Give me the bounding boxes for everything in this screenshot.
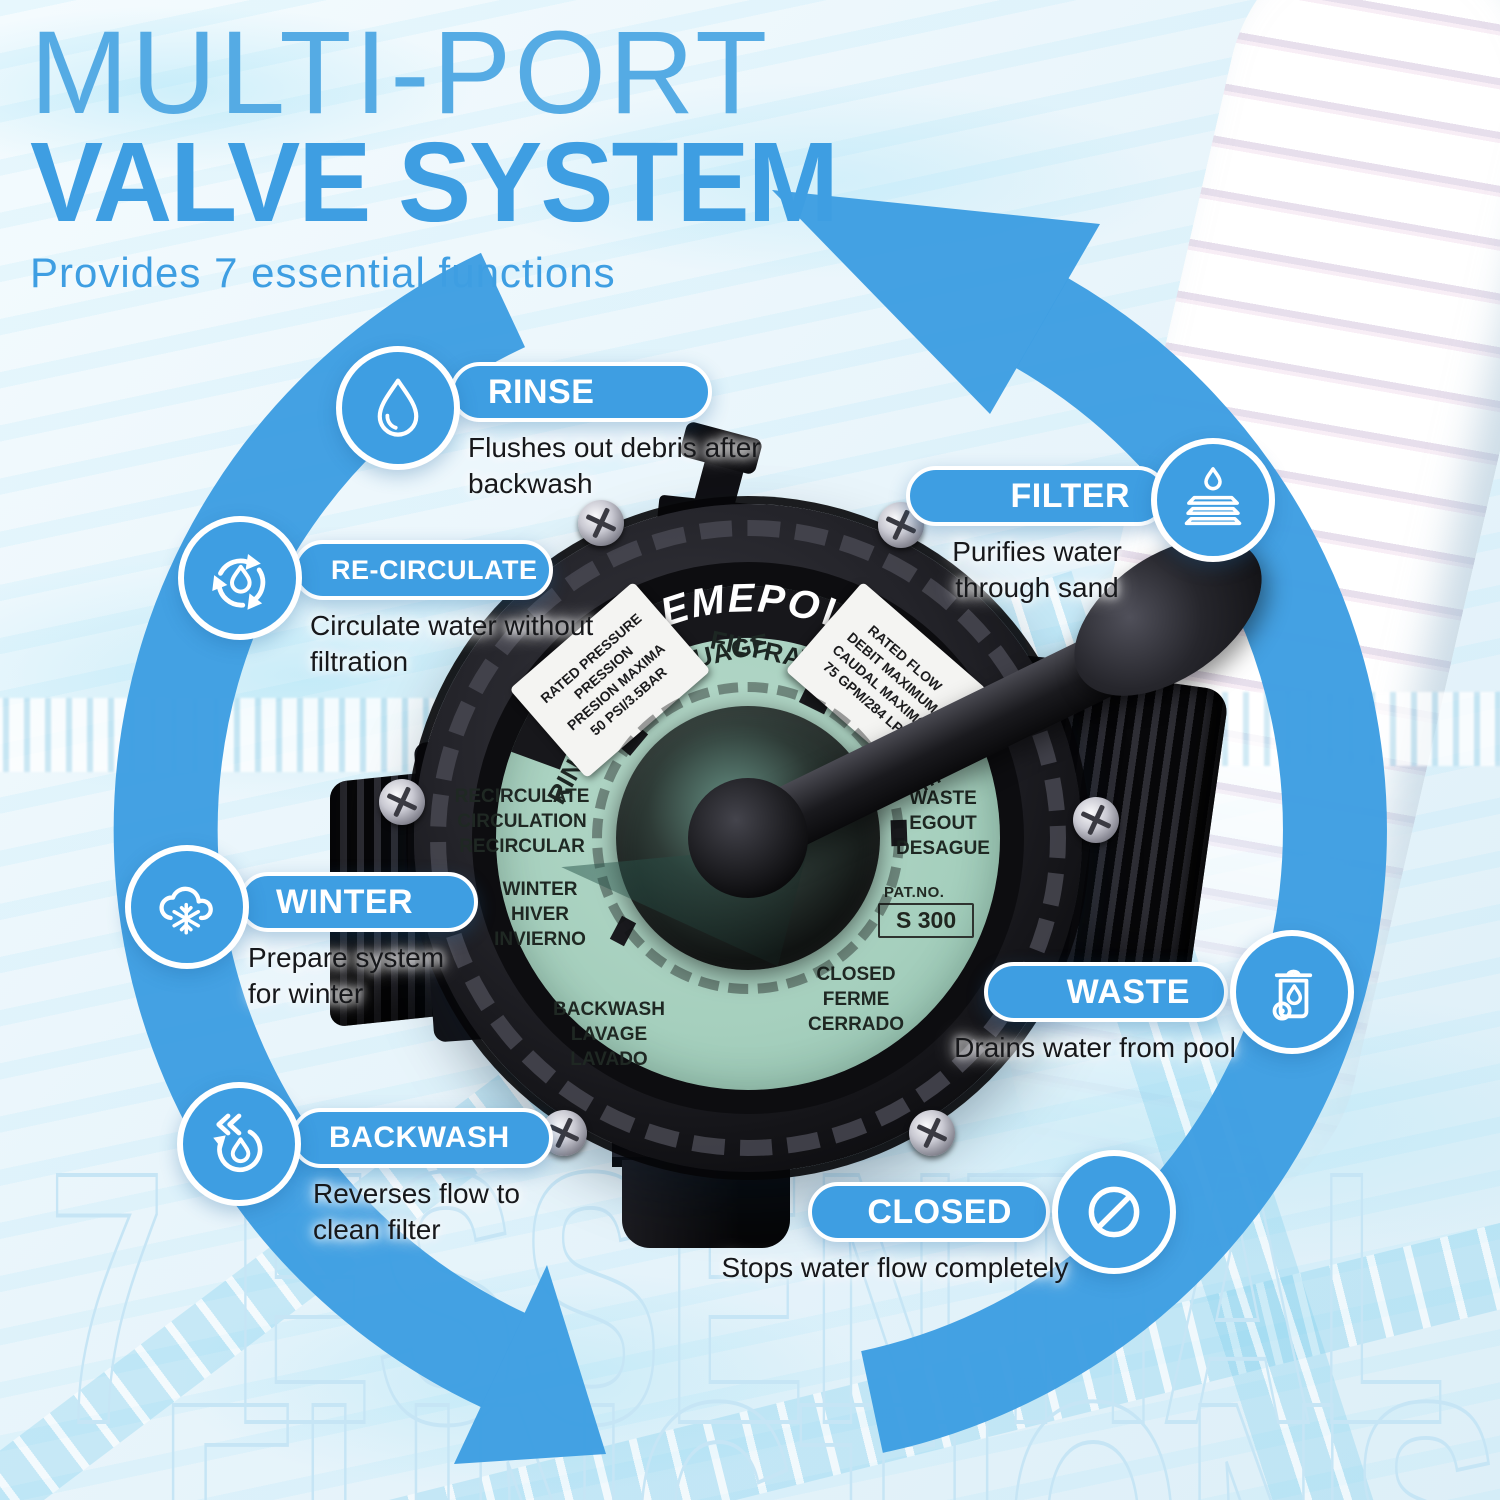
watermark-line2: FUNCTIONS bbox=[157, 1322, 1500, 1500]
reverse-flow-icon bbox=[213, 1113, 263, 1173]
closed-icon-badge bbox=[1052, 1150, 1176, 1274]
dial-position-winter: WINTER HIVER INVIERNO bbox=[494, 879, 586, 951]
page-title-line1: MULTI-PORT bbox=[30, 7, 771, 139]
ring-arc-left bbox=[113, 252, 526, 1408]
snow-cloud-icon bbox=[159, 886, 213, 935]
rinse-label: RINSE bbox=[488, 372, 595, 411]
filter-label: FILTER bbox=[1010, 476, 1130, 515]
waste-label-pill: WASTE bbox=[984, 962, 1228, 1022]
waste-label: WASTE bbox=[1066, 972, 1190, 1011]
flange-screw bbox=[1073, 797, 1119, 843]
valve-bottom-port-pipe bbox=[622, 1160, 790, 1248]
dial-position-backwash: BACKWASH LAVAGE LAVADO bbox=[553, 999, 665, 1071]
valve-hub-ring bbox=[592, 682, 904, 994]
winter-label: WINTER bbox=[276, 882, 414, 921]
waste-icon-badge bbox=[1230, 930, 1354, 1054]
recirculate-label: RE-CIRCULATE bbox=[331, 554, 538, 585]
dial-position-closed: CLOSED FERME CERRADO bbox=[807, 964, 905, 1036]
ring-arrowhead-top bbox=[772, 190, 1100, 414]
filter-icon-badge bbox=[1151, 438, 1275, 562]
flange-screw bbox=[578, 500, 624, 546]
rinse-description: Flushes out debris after backwash bbox=[468, 432, 761, 500]
rinse-icon-badge bbox=[336, 346, 460, 470]
recirculate-icon-badge bbox=[178, 516, 302, 640]
dial-position-recirculate: RECIRCULATE CIRCULATION RECIRCULAR bbox=[454, 786, 590, 858]
rinse-label-pill: RINSE bbox=[450, 362, 712, 422]
closed-description: Stops water flow completely bbox=[721, 1252, 1069, 1283]
winter-icon-badge bbox=[125, 845, 249, 969]
winter-label-pill: WINTER bbox=[238, 872, 478, 932]
ring-arrowhead-bottom bbox=[454, 1265, 606, 1464]
dial-position-waste: WASTE EGOUT DESAGUE bbox=[896, 788, 990, 860]
flange-screw bbox=[909, 1110, 955, 1156]
waste-bin-icon bbox=[1272, 969, 1313, 1021]
closed-label-pill: CLOSED bbox=[808, 1182, 1050, 1242]
page-subtitle: Provides 7 essential functions bbox=[30, 249, 616, 296]
backwash-label: BACKWASH bbox=[329, 1121, 510, 1154]
valve-hub-cap bbox=[688, 778, 808, 898]
patent-number-box: S 300 bbox=[878, 903, 975, 938]
backwash-label-pill: BACKWASH bbox=[291, 1108, 553, 1168]
backwash-icon-badge bbox=[177, 1082, 301, 1206]
patent-label: PAT.NO. bbox=[884, 884, 945, 901]
waste-description: Drains water from pool bbox=[954, 1032, 1236, 1063]
recirculate-arrows-icon bbox=[200, 554, 280, 618]
filter-description: Purifies water through sand bbox=[952, 536, 1122, 604]
water-drop-icon bbox=[377, 378, 419, 437]
backwash-description: Reverses flow to clean filter bbox=[313, 1178, 520, 1246]
closed-label: CLOSED bbox=[867, 1192, 1012, 1231]
sand-filter-layers-icon bbox=[1184, 467, 1242, 526]
recirculate-label-pill: RE-CIRCULATE bbox=[293, 540, 553, 600]
filter-label-pill: FILTER bbox=[906, 466, 1168, 526]
no-entry-icon bbox=[1088, 1186, 1140, 1238]
page-title-line2: VALVE SYSTEM bbox=[30, 119, 839, 245]
recirculate-description: Circulate water without filtration bbox=[310, 610, 594, 678]
flange-screw bbox=[379, 779, 425, 825]
winter-description: Prepare system for winter bbox=[248, 942, 445, 1010]
title-block: MULTI-PORT VALVE SYSTEM Provides 7 essen… bbox=[30, 14, 862, 297]
